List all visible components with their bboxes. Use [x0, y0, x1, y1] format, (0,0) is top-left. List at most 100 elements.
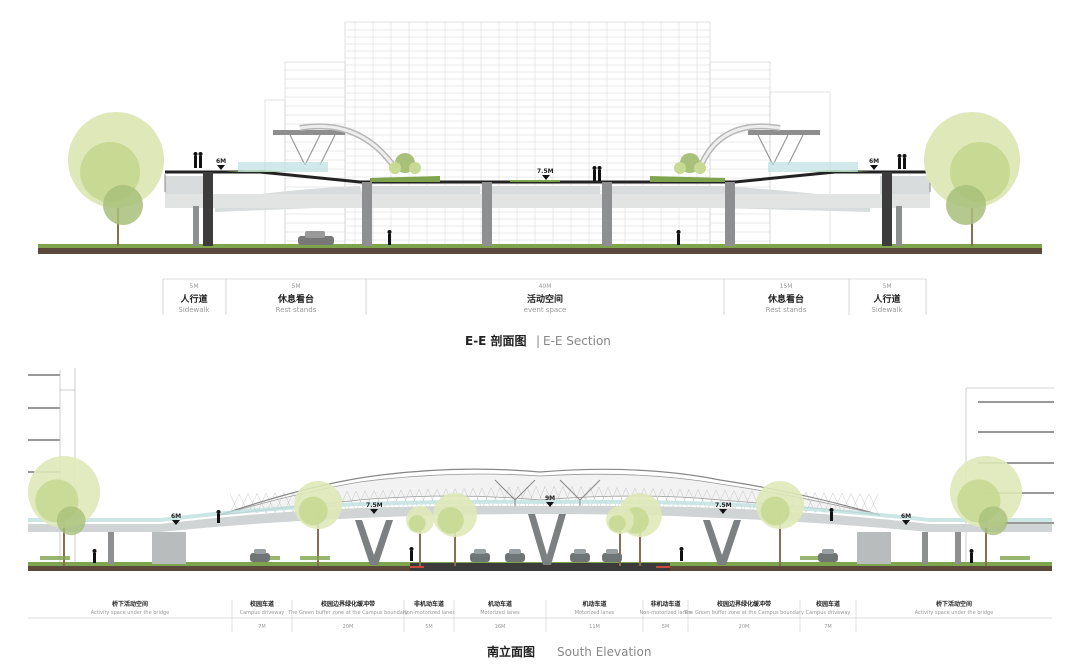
elev-label-left: 6M — [216, 158, 226, 165]
south-elevation-drawing: 6M 7.5M 9M 7.5M 6M 桥下活动空间 Activity space … — [28, 368, 1054, 659]
elev-zone-dim: 7M — [824, 624, 832, 630]
section-zone-label-en: Sidewalk — [871, 306, 903, 314]
left-canopy-structure — [273, 123, 398, 170]
elev-zone-label-en: Activity space under the bridge — [91, 610, 170, 616]
section-zone-label-en: Sidewalk — [178, 306, 210, 314]
elev-zone-dim: 5M — [425, 624, 433, 630]
elev-marker-7-5m-right: 7.5M — [715, 502, 732, 514]
canopy-supports — [494, 479, 601, 506]
tree-trunk — [985, 506, 987, 566]
elev-marker-9m: 9M — [545, 495, 555, 507]
elev-zone-dim: 16M — [495, 624, 506, 630]
tree-canopy-inner — [760, 496, 790, 526]
car — [570, 553, 590, 562]
car — [470, 553, 490, 562]
elevation-caption-zh: 南立面图 — [487, 644, 535, 659]
elev-marker-7-5m-left: 7.5M — [366, 502, 383, 514]
elev-zone-label-en: Non-motorized lanes — [403, 610, 455, 616]
tree-trunk — [454, 523, 456, 566]
elev-zone-dim: 20M — [739, 624, 750, 630]
section-caption-zh: E-E 剖面图 — [465, 333, 527, 348]
elev-9m-label: 9M — [545, 495, 555, 502]
elev-zone-dim: 5M — [662, 624, 670, 630]
elev-zone-label-zh: 机动车道 — [488, 600, 512, 608]
elev-zone-label-zh: 桥下活动空间 — [112, 600, 148, 608]
tree-canopy-low — [56, 506, 86, 536]
background-building — [264, 21, 831, 251]
elev-marker-6m-right: 6M — [901, 513, 911, 525]
terrace-grass-center — [510, 180, 560, 182]
elev-zone-label-zh: 机动车道 — [582, 600, 606, 608]
grass-tuft — [800, 556, 830, 560]
elev-7-5m-right-label: 7.5M — [715, 502, 732, 509]
section-zone-label-en: event space — [524, 306, 567, 314]
section-zone-label-zh: 人行道 — [179, 293, 207, 305]
car-roof — [606, 549, 618, 554]
elev-zone-label-zh: 非机动车道 — [414, 600, 444, 608]
terrace-grass-rc — [650, 176, 725, 182]
section-zone-label-zh: 活动空间 — [527, 293, 563, 305]
elev-zone-label-en: Campus driveway — [806, 610, 851, 616]
elev-marker-6m-left: 6M — [171, 513, 181, 525]
end-columns — [108, 532, 961, 564]
elev-zone-label-en: The Green buffer zone at the Campus boun… — [683, 610, 804, 616]
section-zone-label-en: Rest stands — [766, 306, 807, 314]
elev-zone-label-en: The Green buffer zone at the Campus boun… — [287, 610, 408, 616]
glass-rail-left — [238, 162, 328, 172]
tree-trunk — [779, 514, 781, 566]
tree-left — [68, 112, 164, 246]
section-zone-label-zh: 休息看台 — [277, 293, 314, 305]
elev-zone-label-en: Non-motorized lanes — [640, 610, 692, 616]
elev-zone-dim: 20M — [343, 624, 354, 630]
tree-trunk — [419, 525, 421, 566]
car — [505, 553, 525, 562]
elev-zone-label-en: Motorized lanes — [575, 610, 615, 616]
tree-canopy-low — [978, 506, 1008, 536]
ground-base — [38, 248, 1042, 254]
elev-zone-dim: 7M — [258, 624, 266, 630]
car-roof — [254, 549, 266, 554]
car-roof — [574, 549, 586, 554]
elev-6m-right-label: 6M — [901, 513, 911, 520]
elev-zone-label-zh: 校园边界绿化缓冲带 — [717, 600, 771, 608]
section-zone-label-en: Rest stands — [276, 306, 317, 314]
elev-zone-label-en: Motorized lanes — [480, 610, 520, 616]
elev-zone-label-zh: 校园边界绿化缓冲带 — [321, 600, 375, 608]
section-zone-dim: 5M — [292, 283, 301, 290]
section-caption: E-E 剖面图 | E-E Section — [465, 333, 611, 348]
road-marking-right — [656, 566, 670, 568]
tree-trunk — [63, 506, 65, 566]
bridge-underside-band — [165, 194, 930, 208]
tree-right — [924, 112, 1020, 246]
people-figures — [193, 152, 907, 245]
tree-trunk — [619, 525, 621, 566]
elev-label-center: 7.5M — [537, 168, 554, 175]
glass-rail-right — [768, 162, 858, 172]
abutment-left — [152, 532, 186, 564]
elev-zone-label-zh: 校园车道 — [250, 600, 274, 608]
section-columns — [193, 172, 902, 246]
right-canopy-structure — [697, 123, 820, 170]
elev-zone-dim: 11M — [589, 624, 600, 630]
elev-marker-right: 6M — [869, 158, 879, 170]
elev-zone-label-zh: 非机动车道 — [650, 600, 680, 608]
grass-tuft — [1000, 556, 1030, 560]
section-caption-en: E-E Section — [543, 334, 611, 348]
elev-zone-label-en: Activity space under the bridge — [915, 610, 994, 616]
car-roof — [509, 549, 521, 554]
elev-marker-left: 6M — [216, 158, 226, 170]
elev-marker-center: 7.5M — [537, 168, 554, 180]
elev-zone-label-zh: 校园车道 — [816, 600, 840, 608]
car-silhouette — [298, 231, 334, 245]
elev-6m-left-label: 6M — [171, 513, 181, 520]
section-zone-dim: 40M — [539, 283, 552, 290]
road-band — [410, 563, 670, 571]
grass-tuft — [40, 556, 70, 560]
terrace-grass-lc — [370, 176, 440, 182]
elev-label-right: 6M — [869, 158, 879, 165]
section-zone-dim: 15M — [780, 283, 793, 290]
car-roof — [474, 549, 486, 554]
elev-7-5m-left-label: 7.5M — [366, 502, 383, 509]
